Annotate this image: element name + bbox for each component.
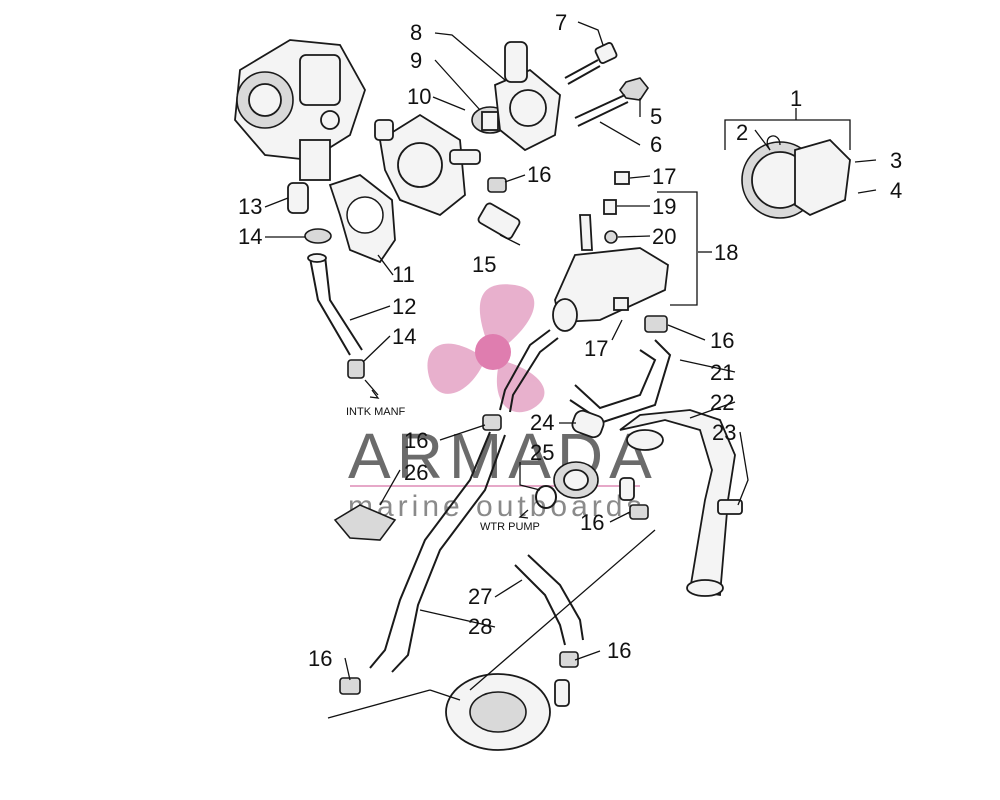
part-16-clamp-c [629,504,649,520]
part-27-hose [514,554,584,646]
part-28-hose [369,431,506,673]
label-7: 7 [555,10,567,35]
part-10-thermostat-housing [374,113,481,217]
part-7-bolt [564,42,618,85]
label-13: 13 [238,194,262,219]
label-16c: 16 [404,428,428,453]
part-15-sensor [477,202,521,240]
label-17a: 17 [652,164,676,189]
part-22-outlet-pipe [619,409,736,597]
connector-tube [499,329,559,413]
part-16-clamp-e [339,677,361,695]
oil-cooler-part [445,673,570,751]
part-23-bolt [717,499,743,515]
label-8: 8 [410,20,422,45]
part-14-clamp-upper [304,228,332,244]
watermark-logo-icon [427,284,545,413]
note-water-pump: WTR PUMP [480,521,540,533]
part-6-stud [574,94,629,127]
part-20-washer [604,230,618,244]
label-28: 28 [468,614,492,639]
part-12-hose [309,255,363,356]
note-intake-manifold: INTK MANF [346,406,406,418]
throttle-body-part [234,39,366,181]
part-14-clamp-lower [347,359,365,379]
part-number-labels: 1 2 3 4 5 6 7 8 9 10 11 12 13 14 14 15 1… [238,10,902,671]
watermark-brand: ARMADA [348,420,658,492]
label-3: 3 [890,148,902,173]
label-11: 11 [392,262,415,287]
label-6: 6 [650,132,662,157]
label-16d: 16 [580,510,604,535]
label-24: 24 [530,410,554,435]
part-19-screw [603,199,617,215]
label-23: 23 [712,420,736,445]
label-1: 1 [790,86,802,111]
label-25: 25 [530,440,554,465]
part-13-hose [287,182,309,214]
label-2: 2 [736,120,748,145]
label-5: 5 [650,104,662,129]
part-16-clamp-a [487,177,507,193]
part-17-screw-bottom [613,297,629,311]
part-8-cover [494,41,561,152]
part-1-pump-assembly [741,135,851,219]
label-16e: 16 [308,646,332,671]
label-15: 15 [472,252,496,277]
label-18: 18 [714,240,738,265]
label-14a: 14 [238,224,262,249]
label-16b: 16 [710,328,734,353]
leader-lines [264,21,877,681]
watermark-tagline: marine outboards [348,490,645,523]
label-14b: 14 [392,324,416,349]
part-16-clamp-d [482,414,502,431]
part-24-hose [571,409,605,439]
label-12: 12 [392,294,416,319]
label-4: 4 [890,178,902,203]
part-17-screw-top [614,171,630,185]
label-16f: 16 [607,638,631,663]
label-26: 26 [404,460,428,485]
part-26-clamp [333,504,397,541]
label-16a: 16 [527,162,551,187]
part-5-nut [619,77,649,101]
label-22: 22 [710,390,734,415]
part-16-clamp-b [644,315,668,333]
label-10: 10 [407,84,431,109]
label-27: 27 [468,584,492,609]
label-19: 19 [652,194,676,219]
label-17b: 17 [584,336,608,361]
part-25-fitting [535,461,599,509]
label-20: 20 [652,224,676,249]
part-18-bracket-assembly [552,214,669,332]
label-21: 21 [710,360,734,385]
label-9: 9 [410,48,422,73]
